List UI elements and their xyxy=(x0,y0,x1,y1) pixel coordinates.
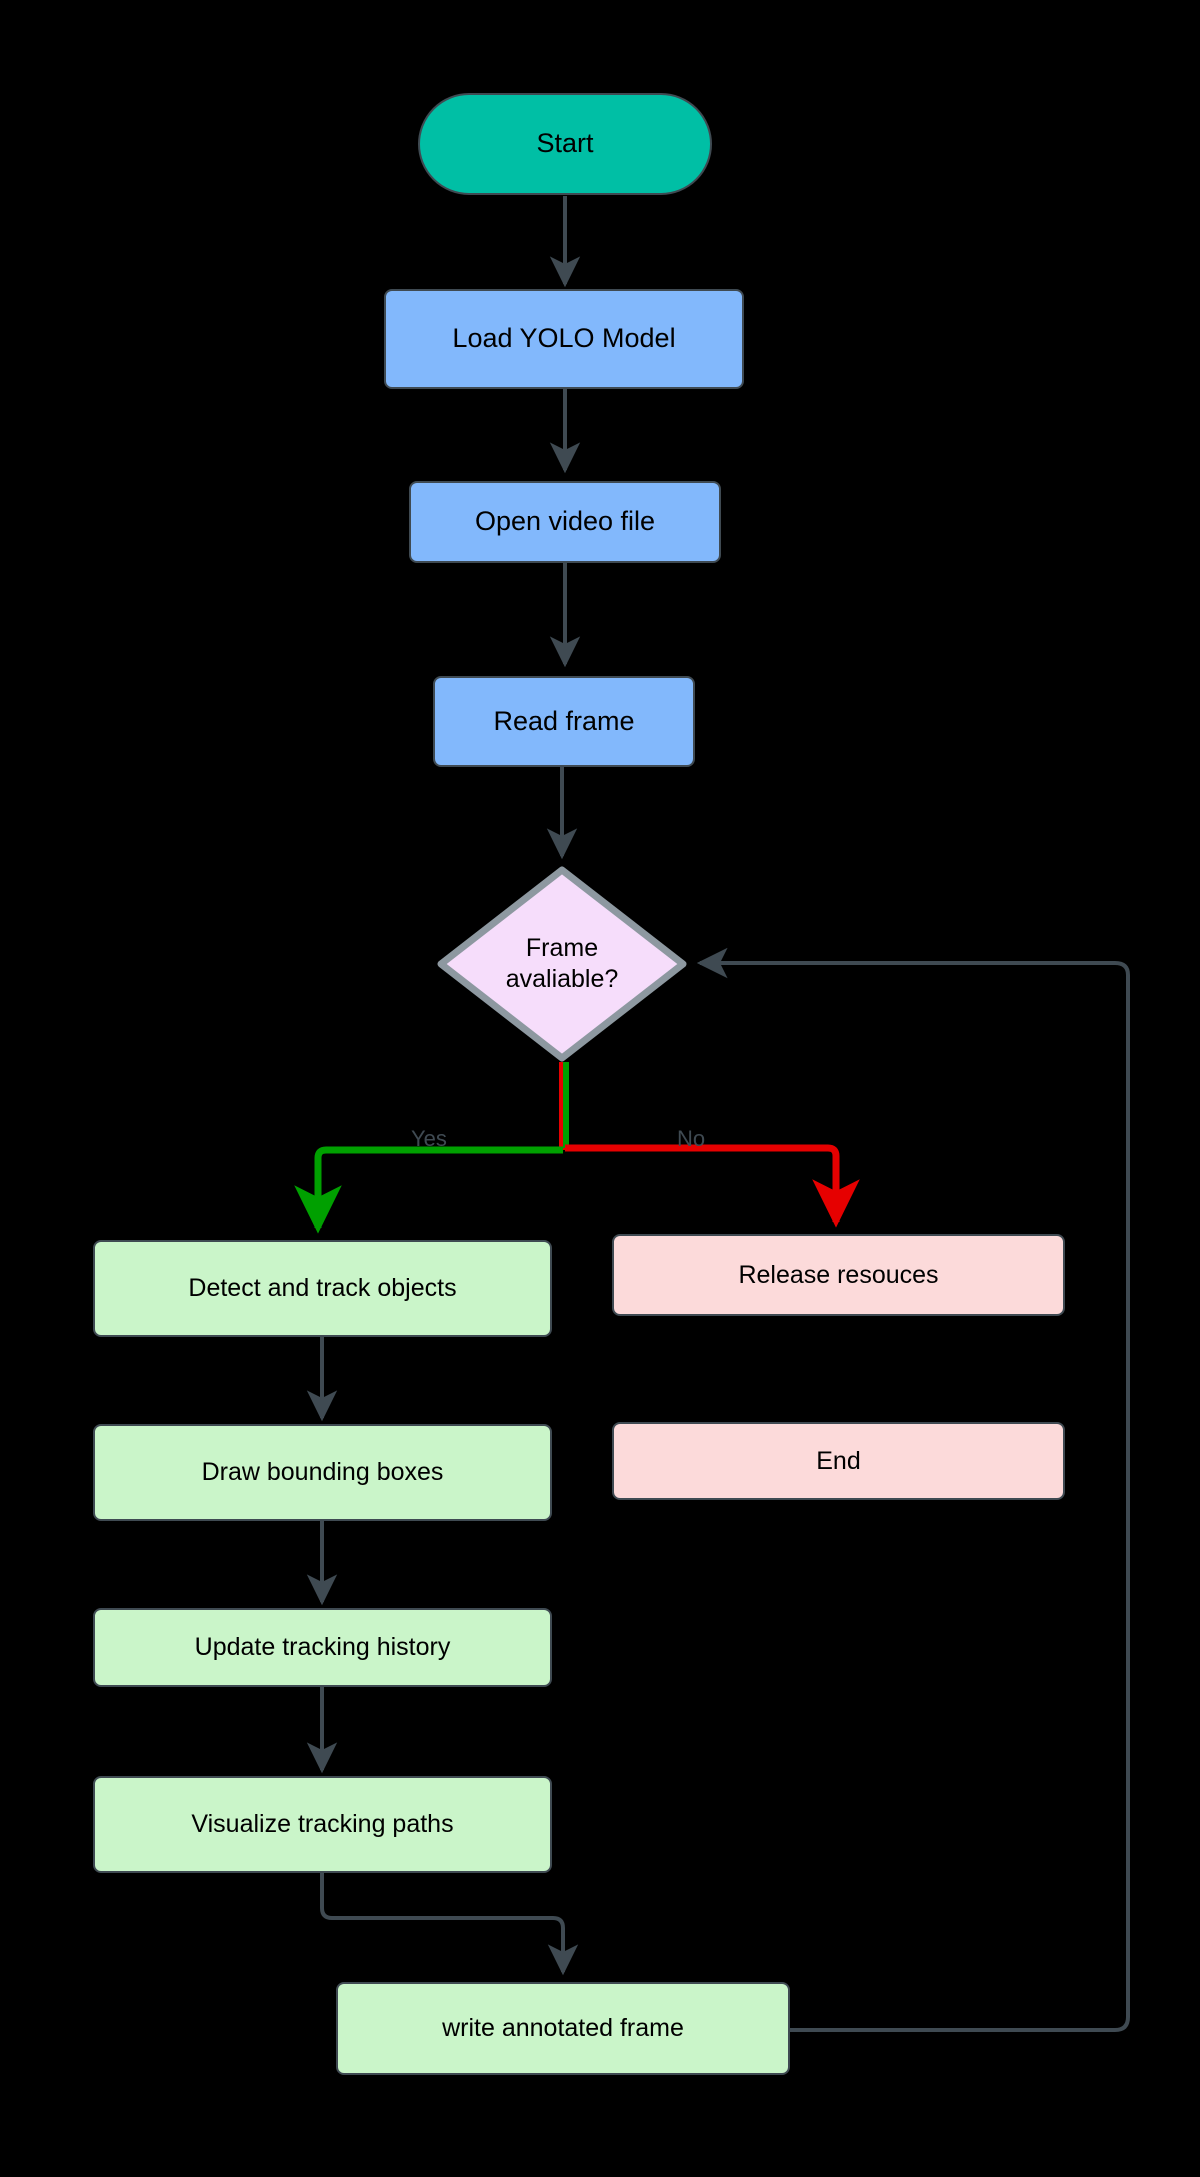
edge-yes-to-detect-track xyxy=(294,1146,563,1234)
node-release-resources-label: Release resouces xyxy=(738,1260,939,1289)
edge-no-to-release-resources xyxy=(565,1144,860,1228)
node-write-annotated-frame-label: write annotated frame xyxy=(442,2014,684,2043)
node-start[interactable]: Start xyxy=(418,93,712,195)
node-start-label: Start xyxy=(536,128,594,159)
node-end[interactable]: End xyxy=(612,1422,1065,1500)
decision-diamond-shape xyxy=(437,866,687,1062)
decision-label-line-2: avaliable? xyxy=(505,965,619,993)
node-end-label: End xyxy=(816,1446,861,1475)
node-frame-available-label: Frame avaliable? xyxy=(437,866,687,1062)
node-detect-and-track-objects[interactable]: Detect and track objects xyxy=(93,1240,552,1337)
node-frame-available-decision[interactable]: Frame avaliable? xyxy=(437,866,687,1062)
node-detect-and-track-objects-label: Detect and track objects xyxy=(188,1274,457,1303)
node-update-tracking-history[interactable]: Update tracking history xyxy=(93,1608,552,1687)
node-load-yolo-model[interactable]: Load YOLO Model xyxy=(384,289,744,389)
node-draw-bounding-boxes[interactable]: Draw bounding boxes xyxy=(93,1424,552,1521)
node-open-video-file[interactable]: Open video file xyxy=(409,481,721,563)
node-visualize-tracking-paths[interactable]: Visualize tracking paths xyxy=(93,1776,552,1873)
edge-label-yes: Yes xyxy=(411,1126,447,1151)
edge-label-no: No xyxy=(677,1126,706,1151)
node-update-tracking-history-label: Update tracking history xyxy=(194,1633,451,1662)
node-write-annotated-frame[interactable]: write annotated frame xyxy=(336,1982,790,2075)
node-read-frame-label: Read frame xyxy=(493,705,635,736)
node-visualize-tracking-paths-label: Visualize tracking paths xyxy=(191,1810,454,1839)
node-draw-bounding-boxes-label: Draw bounding boxes xyxy=(201,1458,444,1487)
node-read-frame[interactable]: Read frame xyxy=(433,676,695,767)
edge-visualize-to-write xyxy=(320,1873,579,1976)
node-release-resources[interactable]: Release resouces xyxy=(612,1234,1065,1316)
node-load-yolo-model-label: Load YOLO Model xyxy=(452,323,676,354)
node-open-video-file-label: Open video file xyxy=(474,506,656,537)
decision-label-line-1: Frame xyxy=(525,933,599,962)
